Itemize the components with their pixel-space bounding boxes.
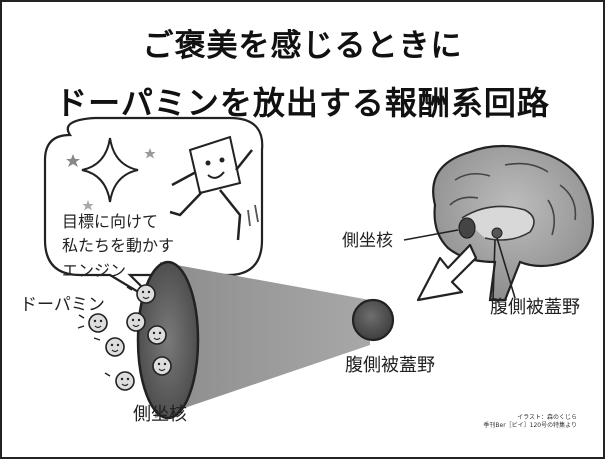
title-line-2: ドーパミンを放出する報酬系回路 <box>55 84 550 122</box>
arrow-icon <box>416 243 478 302</box>
signal-beam <box>155 262 370 418</box>
vta-label-center: 腹側被蓋野 <box>345 355 435 376</box>
brain-icon <box>432 144 594 302</box>
illustration-credit: イラスト：森のくじら <box>517 414 577 421</box>
nucleus-accumbens-label: 側坐核 <box>133 404 187 425</box>
nucleus-leader-line <box>403 229 459 241</box>
brain-vta-label: 腹側被蓋野 <box>490 297 580 318</box>
dopamine-molecule-icon <box>77 284 172 391</box>
running-figure-icon <box>169 135 259 241</box>
bubble-text-line-2: 私たちを動かす <box>62 236 175 255</box>
vta-circle <box>351 298 395 342</box>
bubble-text-line-1: 目標に向けて <box>62 212 159 231</box>
source-credit: 季刊Ber［ビイ］120号の特集より <box>483 422 577 429</box>
nucleus-accumbens-shape <box>136 260 200 420</box>
sparkle-star-icon <box>66 137 156 211</box>
vta-leader-line <box>496 237 516 299</box>
title-line-1: ご褒美を感じるときに <box>142 28 463 64</box>
bubble-text-line-3: エンジン <box>62 261 127 280</box>
brain-nucleus-accumbens-label: 側坐核 <box>342 231 393 251</box>
dopamine-label: ドーパミン <box>20 295 105 315</box>
